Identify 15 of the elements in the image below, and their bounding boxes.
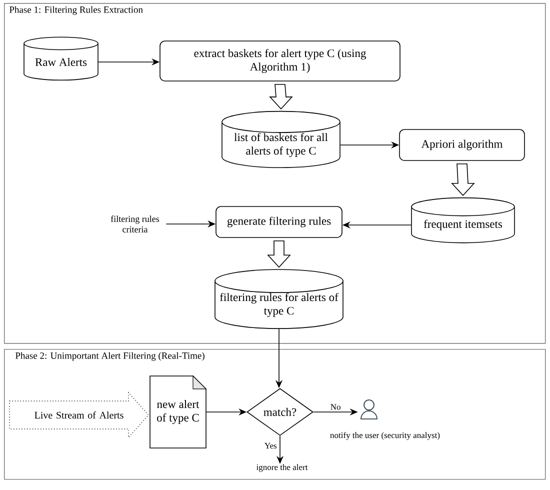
process-box: Apriori algorithm [399,129,525,161]
note-text: filtering rules criteria [110,216,160,232]
block-arrow [451,163,475,196]
database-cylinder: frequent itemsets [411,197,515,244]
process-box: generate filtering rules [216,206,342,238]
outcome-text: ignore the alert [256,464,308,472]
block-arrow [267,240,291,268]
block-arrow [269,84,293,110]
database-cylinder: Raw Alerts [24,36,98,81]
edge-label: Yes [263,442,278,450]
database-cylinder: filtering rules for alerts of type C [214,269,344,329]
database-cylinder: list of baskets for all alerts of type C [222,110,340,168]
edge-label: No [329,403,342,411]
caption-text: notify the user (security analyst) [330,432,440,440]
process-box: extract baskets for alert type C (using Algorithm 1) [160,40,400,82]
